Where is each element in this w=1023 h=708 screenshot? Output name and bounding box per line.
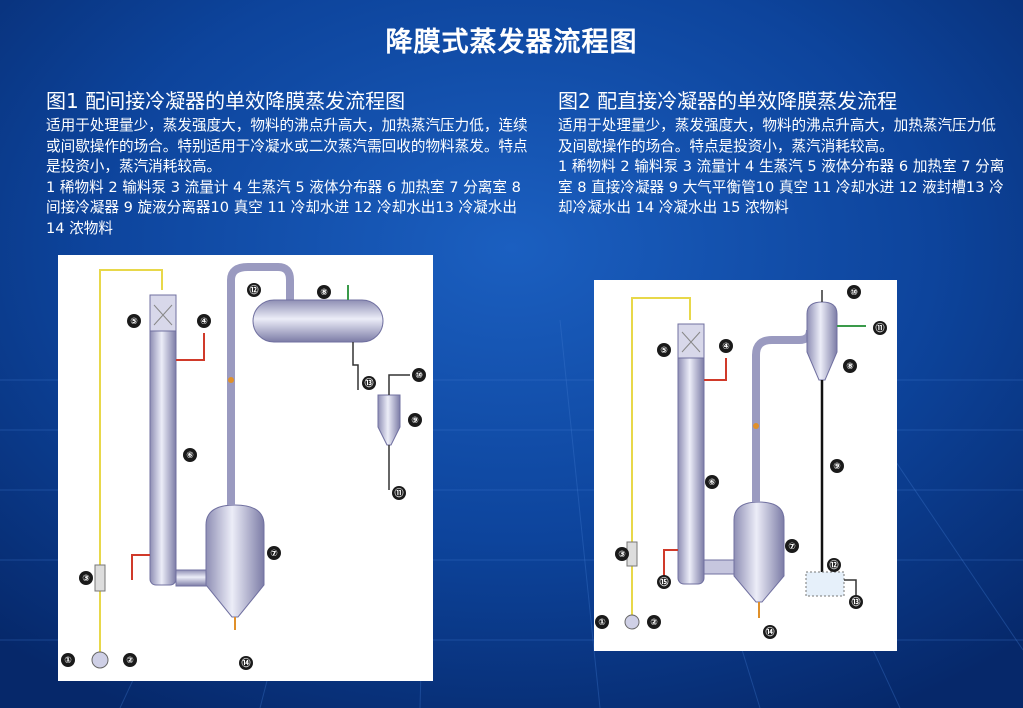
liquid-distributor: [149, 294, 177, 332]
marker-4: ④: [719, 339, 733, 353]
svg-text:⑧: ⑧: [846, 362, 854, 372]
figure2-caption: 图2 配直接冷凝器的单效降膜蒸发流程: [558, 89, 898, 113]
marker-9: ⑨: [408, 413, 422, 427]
feed-line: [99, 269, 163, 655]
marker-5: ⑤: [127, 314, 141, 328]
svg-text:④: ④: [722, 342, 730, 352]
marker-13: ⑬: [362, 376, 376, 390]
figure2-markers: ① ② ③ ④ ⑤ ⑥ ⑦ ⑧ ⑨ ⑩ ⑪ ⑫ ⑬ ⑭ ⑮: [595, 285, 887, 639]
svg-text:⑪: ⑪: [394, 487, 403, 499]
marker-1: ①: [61, 653, 75, 667]
marker-10: ⑩: [847, 285, 861, 299]
seal-tank: [805, 571, 845, 597]
svg-text:⑦: ⑦: [270, 549, 278, 559]
svg-text:⑦: ⑦: [788, 542, 796, 552]
svg-text:⑫: ⑫: [249, 284, 258, 296]
flowmeter: [94, 564, 106, 592]
figure2-text-block: 图2 配直接冷凝器的单效降膜蒸发流程 适用于处理量少，蒸发强度大，物料的沸点升高…: [558, 88, 1008, 219]
figure2-diagram: ① ② ③ ④ ⑤ ⑥ ⑦ ⑧ ⑨ ⑩ ⑪ ⑫ ⑬ ⑭ ⑮: [594, 280, 897, 651]
steam-line: [176, 333, 205, 361]
marker-7: ⑦: [267, 546, 281, 560]
figure2-legend: 1 稀物料 2 输料泵 3 流量计 4 生蒸汽 5 液体分布器 6 加热室 7 …: [558, 158, 1005, 216]
feed-pump: [91, 651, 109, 669]
marker-3: ③: [615, 547, 629, 561]
svg-text:⑧: ⑧: [320, 288, 328, 298]
feed-line: [631, 297, 691, 620]
marker-2: ②: [123, 653, 137, 667]
marker-5: ⑤: [657, 343, 671, 357]
marker-9: ⑨: [830, 459, 844, 473]
svg-text:⑭: ⑭: [241, 657, 250, 669]
svg-text:⑨: ⑨: [411, 416, 419, 426]
svg-text:⑮: ⑮: [659, 576, 668, 588]
svg-text:⑤: ⑤: [130, 317, 138, 327]
svg-text:②: ②: [126, 656, 134, 666]
marker-2: ②: [647, 615, 661, 629]
svg-text:⑬: ⑬: [364, 377, 373, 389]
marker-15: ⑮: [657, 575, 671, 589]
liquid-distributor: [677, 323, 705, 359]
figure1-legend: 1 稀物料 2 输料泵 3 流量计 4 生蒸汽 5 液体分布器 6 加热室 7 …: [46, 178, 521, 237]
direct-condenser: [806, 301, 838, 381]
steam-line: [704, 358, 727, 381]
svg-text:①: ①: [598, 618, 606, 628]
marker-10: ⑩: [412, 368, 426, 382]
svg-text:⑬: ⑬: [851, 596, 860, 608]
marker-14: ⑭: [763, 625, 777, 639]
marker-6: ⑥: [705, 475, 719, 489]
vapor-pipe: [752, 329, 814, 502]
marker-13: ⑬: [849, 595, 863, 609]
figure1-markers: ① ② ③ ④ ⑤ ⑥ ⑦ ⑧ ⑨ ⑩ ⑪ ⑫ ⑬ ⑭: [61, 283, 426, 670]
vapor-pipe: [227, 263, 294, 505]
svg-text:②: ②: [650, 618, 658, 628]
svg-text:⑥: ⑥: [708, 478, 716, 488]
svg-text:⑫: ⑫: [829, 559, 838, 571]
svg-text:⑤: ⑤: [660, 346, 668, 356]
marker-14: ⑭: [239, 656, 253, 670]
separator: [205, 504, 265, 618]
figure1-description: 适用于处理量少，蒸发强度大，物料的沸点升高大，加热蒸汽压力低，连续或间歇操作的场…: [46, 117, 528, 175]
svg-text:④: ④: [200, 317, 208, 327]
figure1-diagram: ① ② ③ ④ ⑤ ⑥ ⑦ ⑧ ⑨ ⑩ ⑪ ⑫ ⑬ ⑭: [58, 255, 433, 681]
marker-3: ③: [79, 571, 93, 585]
svg-text:⑩: ⑩: [850, 288, 858, 298]
marker-6: ⑥: [183, 448, 197, 462]
indirect-condenser: [252, 299, 384, 343]
figure2-description: 适用于处理量少，蒸发强度大，物料的沸点升高大，加热蒸汽压力低及间歇操作的场合。特…: [558, 117, 996, 155]
marker-12: ⑫: [827, 558, 841, 572]
heating-chamber: [149, 294, 177, 586]
marker-1: ①: [595, 615, 609, 629]
svg-text:③: ③: [618, 550, 626, 560]
svg-text:①: ①: [64, 656, 72, 666]
feed-pump: [624, 614, 640, 630]
cyclone-separator: [377, 394, 401, 446]
svg-text:⑨: ⑨: [833, 462, 841, 472]
svg-text:⑪: ⑪: [875, 322, 884, 334]
svg-text:⑭: ⑭: [765, 626, 774, 638]
heating-chamber: [677, 323, 705, 585]
marker-8: ⑧: [317, 285, 331, 299]
figure1-caption: 图1 配间接冷凝器的单效降膜蒸发流程图: [46, 89, 406, 113]
marker-12: ⑫: [247, 283, 261, 297]
separator: [733, 501, 785, 603]
svg-text:⑥: ⑥: [186, 451, 194, 461]
slide-title: 降膜式蒸发器流程图: [385, 27, 638, 58]
marker-7: ⑦: [785, 539, 799, 553]
marker-11: ⑪: [873, 321, 887, 335]
marker-4: ④: [197, 314, 211, 328]
marker-11: ⑪: [392, 486, 406, 500]
marker-8: ⑧: [843, 359, 857, 373]
svg-text:⑩: ⑩: [415, 371, 423, 381]
figure1-text-block: 图1 配间接冷凝器的单效降膜蒸发流程图 适用于处理量少，蒸发强度大，物料的沸点升…: [46, 88, 538, 239]
svg-text:③: ③: [82, 574, 90, 584]
